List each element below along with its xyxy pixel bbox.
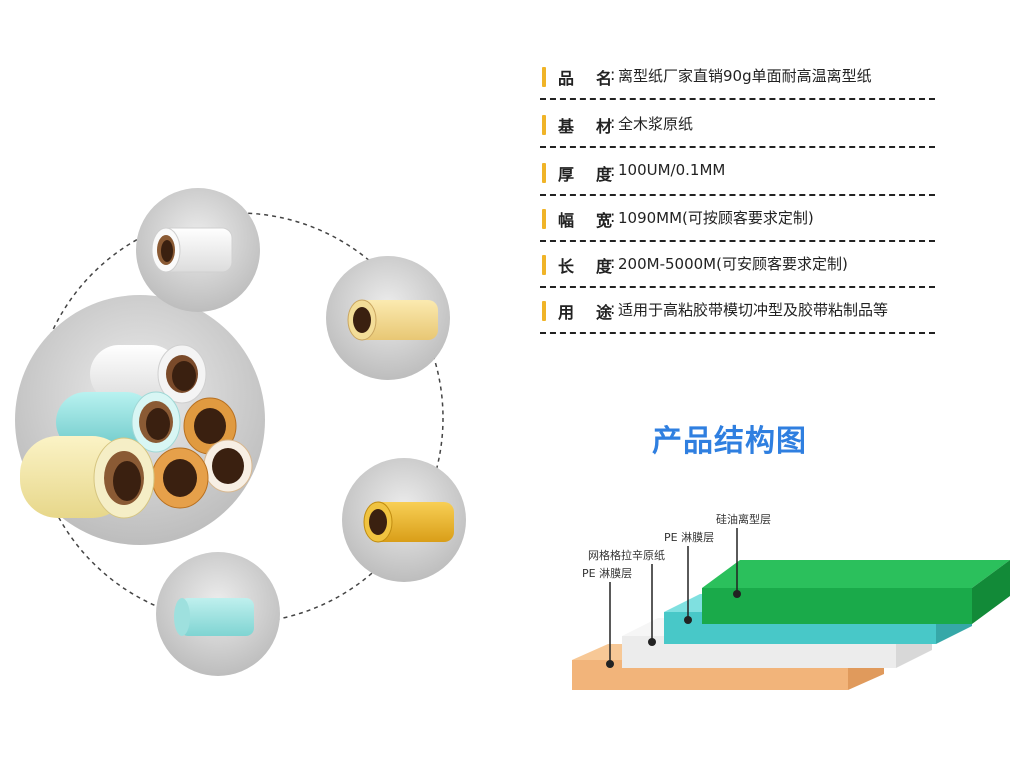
label-pe-top: PE 淋膜层 bbox=[664, 531, 715, 544]
accent-bar bbox=[542, 209, 546, 229]
spec-label: 长 度 bbox=[558, 257, 616, 276]
roll-photo-collage bbox=[15, 188, 466, 676]
label-pe-bottom: PE 淋膜层 bbox=[582, 567, 633, 580]
callout-pe-bottom bbox=[606, 582, 614, 668]
spec-row: 幅 宽 : 1090MM(可按顾客要求定制) bbox=[540, 196, 935, 242]
spec-label: 厚 度 bbox=[558, 165, 616, 184]
spec-row: 基 材 : 全木浆原纸 bbox=[540, 102, 935, 148]
label-silicone: 硅油离型层 bbox=[716, 513, 771, 526]
structure-title: 产品结构图 bbox=[652, 424, 807, 459]
spec-label: 幅 宽 bbox=[558, 211, 616, 230]
spec-colon: : bbox=[610, 253, 616, 272]
yellow-roll-icon bbox=[342, 458, 466, 582]
spec-row: 长 度 : 200M-5000M(可安顾客要求定制) bbox=[540, 242, 935, 288]
cream-roll-icon bbox=[326, 256, 450, 380]
spec-row: 厚 度 : 100UM/0.1MM bbox=[540, 150, 935, 196]
spec-value: 100UM/0.1MM bbox=[618, 161, 726, 179]
accent-bar bbox=[542, 255, 546, 275]
spec-value: 离型纸厂家直销90g单面耐高温离型纸 bbox=[618, 67, 872, 85]
spec-row: 用 途 : 适用于高粘胶带模切冲型及胶带粘制品等 bbox=[540, 288, 935, 334]
accent-bar bbox=[542, 115, 546, 135]
spec-colon: : bbox=[610, 207, 616, 226]
white-roll-icon bbox=[136, 188, 260, 312]
callout-pe-top bbox=[684, 546, 692, 624]
spec-colon: : bbox=[610, 65, 616, 84]
spec-colon: : bbox=[610, 299, 616, 318]
layer-pe-bottom bbox=[572, 644, 884, 690]
spec-value: 全木浆原纸 bbox=[618, 115, 694, 133]
callout-base-paper bbox=[648, 564, 656, 646]
spec-label: 用 途 bbox=[558, 303, 616, 322]
accent-bar bbox=[542, 301, 546, 321]
layer-silicone bbox=[702, 560, 1010, 624]
label-base-paper: 网格格拉辛原纸 bbox=[588, 549, 665, 562]
roll-group-icon bbox=[15, 295, 265, 545]
blue-roll-icon bbox=[156, 552, 280, 676]
spec-colon: : bbox=[610, 161, 616, 180]
spec-label: 品 名 bbox=[558, 69, 616, 88]
spec-colon: : bbox=[610, 113, 616, 132]
spec-label: 基 材 bbox=[558, 117, 616, 136]
spec-value: 适用于高粘胶带模切冲型及胶带粘制品等 bbox=[618, 301, 889, 319]
spec-value: 1090MM(可按顾客要求定制) bbox=[618, 209, 814, 227]
accent-bar bbox=[542, 163, 546, 183]
layer-pe-top bbox=[664, 594, 972, 644]
spec-row: 品 名 : 离型纸厂家直销90g单面耐高温离型纸 bbox=[540, 54, 935, 100]
spec-value: 200M-5000M(可安顾客要求定制) bbox=[618, 255, 848, 273]
callout-silicone bbox=[733, 528, 741, 598]
accent-bar bbox=[542, 67, 546, 87]
layer-base-paper bbox=[622, 618, 932, 668]
